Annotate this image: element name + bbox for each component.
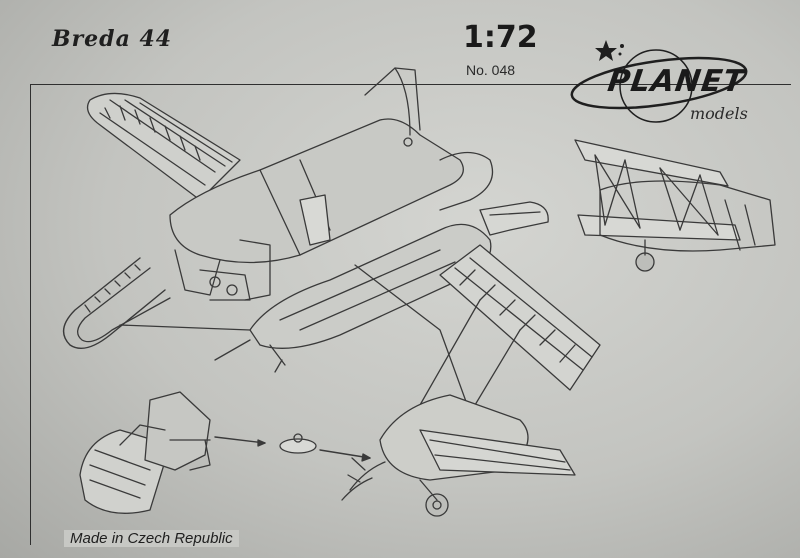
catalog-number: No. 048 xyxy=(466,62,516,78)
brand-subtitle: models xyxy=(690,104,748,123)
scale-label: 1:72 xyxy=(463,20,538,55)
fuselage-upper-drawing xyxy=(170,68,463,263)
assembled-biplane-drawing xyxy=(342,395,575,516)
fuselage-lower-drawing xyxy=(120,153,493,373)
sheet-border xyxy=(30,84,791,545)
origin-footer: Made in Czech Republic xyxy=(64,530,239,547)
planet-logo xyxy=(570,40,748,123)
star-icon xyxy=(595,40,617,61)
cockpit-part-drawing xyxy=(80,392,370,513)
landing-gear-drawing xyxy=(175,240,270,300)
exhaust-pipe-drawing xyxy=(64,258,170,348)
side-view-biplane-drawing xyxy=(575,140,775,271)
upper-wing-drawing xyxy=(88,93,240,200)
stabilizer-drawing xyxy=(480,202,548,235)
model-title: Breda 44 xyxy=(52,26,173,52)
